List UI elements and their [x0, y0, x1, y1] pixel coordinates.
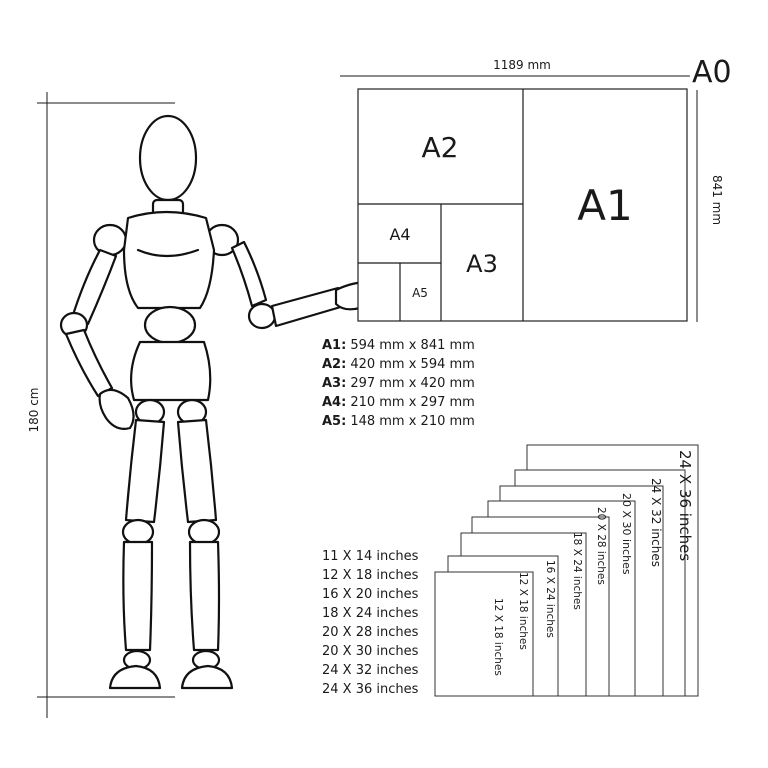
- sheet-label-12x18-back: 12 X 18 inches: [517, 572, 529, 650]
- mannequin-pelvis: [129, 340, 212, 402]
- a-series-spec-list: A1: 594 mm x 841 mm A2: 420 mm x 594 mm A3…: [322, 338, 475, 429]
- mannequin-right-upper-arm: [230, 240, 268, 308]
- inch-list-item: 24 X 36 inches: [322, 682, 419, 697]
- mannequin-waist: [143, 305, 197, 345]
- mannequin-right-shin: [188, 540, 221, 652]
- mannequin-left-foot: [108, 664, 162, 690]
- spec-name: A5:: [322, 414, 346, 429]
- a0-label: A0: [692, 55, 732, 90]
- inch-list-item: 18 X 24 inches: [322, 606, 419, 621]
- mannequin-left-forearm: [64, 328, 114, 398]
- inch-list-item: 16 X 20 inches: [322, 587, 419, 602]
- mannequin-right-foot: [180, 664, 234, 690]
- height-label: 180 cm: [27, 387, 41, 432]
- inch-list-item: 20 X 28 inches: [322, 625, 419, 640]
- mannequin-figure: [59, 114, 388, 690]
- mannequin-chest-line: [136, 248, 200, 258]
- a0-height-label: 841 mm: [710, 175, 724, 225]
- mannequin-head: [138, 114, 198, 202]
- spec-row: A1: 594 mm x 841 mm: [322, 338, 475, 353]
- spec-name: A3:: [322, 376, 346, 391]
- spec-row: A3: 297 mm x 420 mm: [322, 376, 475, 391]
- spec-size: 210 mm x 297 mm: [350, 395, 475, 410]
- cell-a2: A2: [422, 131, 459, 164]
- sheet-label-16x24: 16 X 24 inches: [544, 560, 556, 638]
- spec-name: A1:: [322, 338, 346, 353]
- mannequin-left-hand: [98, 388, 135, 430]
- spec-size: 420 mm x 594 mm: [350, 357, 475, 372]
- inch-list-item: 12 X 18 inches: [322, 568, 419, 583]
- a-series-diagram: 1189 mm A0 841 mm A1 A2 A3 A4 A5: [340, 55, 732, 322]
- inch-list-item: 24 X 32 inches: [322, 663, 419, 678]
- inch-list-item: 11 X 14 inches: [322, 549, 419, 564]
- cell-a1: A1: [577, 181, 632, 230]
- mannequin-right-elbow: [247, 302, 277, 330]
- sheet-label-20x28: 20 X 28 inches: [595, 507, 607, 585]
- sheet-label-20x30: 20 X 30 inches: [620, 493, 633, 575]
- spec-size: 297 mm x 420 mm: [350, 376, 475, 391]
- spec-name: A2:: [322, 357, 346, 372]
- spec-row: A4: 210 mm x 297 mm: [322, 395, 475, 410]
- sheet-label-24x36: 24 X 36 inches: [676, 450, 694, 561]
- mannequin-right-forearm: [270, 286, 346, 328]
- sheet-label-18x24: 18 X 24 inches: [571, 532, 583, 610]
- inch-size-list: 11 X 14 inches 12 X 18 inches 16 X 20 in…: [322, 549, 419, 697]
- a0-width-label: 1189 mm: [493, 58, 551, 72]
- cell-a3: A3: [466, 250, 498, 278]
- inch-sheet-stack: 24 X 36 inches 24 X 32 inches 20 X 30 in…: [434, 444, 699, 697]
- inch-list-item: 20 X 30 inches: [322, 644, 419, 659]
- mannequin-torso: [122, 210, 216, 310]
- sheet-label-12x18-front: 12 X 18 inches: [492, 598, 504, 676]
- sheet-label-24x32: 24 X 32 inches: [649, 478, 663, 567]
- spec-name: A4:: [322, 395, 346, 410]
- height-scale: 180 cm: [27, 92, 175, 718]
- spec-size: 148 mm x 210 mm: [350, 414, 475, 429]
- mannequin-right-thigh: [176, 418, 218, 524]
- mannequin-right-knee: [187, 518, 221, 546]
- sheet-12x18-front: [434, 571, 534, 697]
- spec-row: A5: 148 mm x 210 mm: [322, 414, 475, 429]
- spec-row: A2: 420 mm x 594 mm: [322, 357, 475, 372]
- mannequin-left-knee: [121, 518, 155, 546]
- mannequin-left-shin: [122, 540, 154, 652]
- mannequin-left-thigh: [124, 418, 166, 524]
- cell-a5: A5: [412, 286, 428, 300]
- spec-size: 594 mm x 841 mm: [350, 338, 475, 353]
- cell-a4: A4: [389, 225, 410, 244]
